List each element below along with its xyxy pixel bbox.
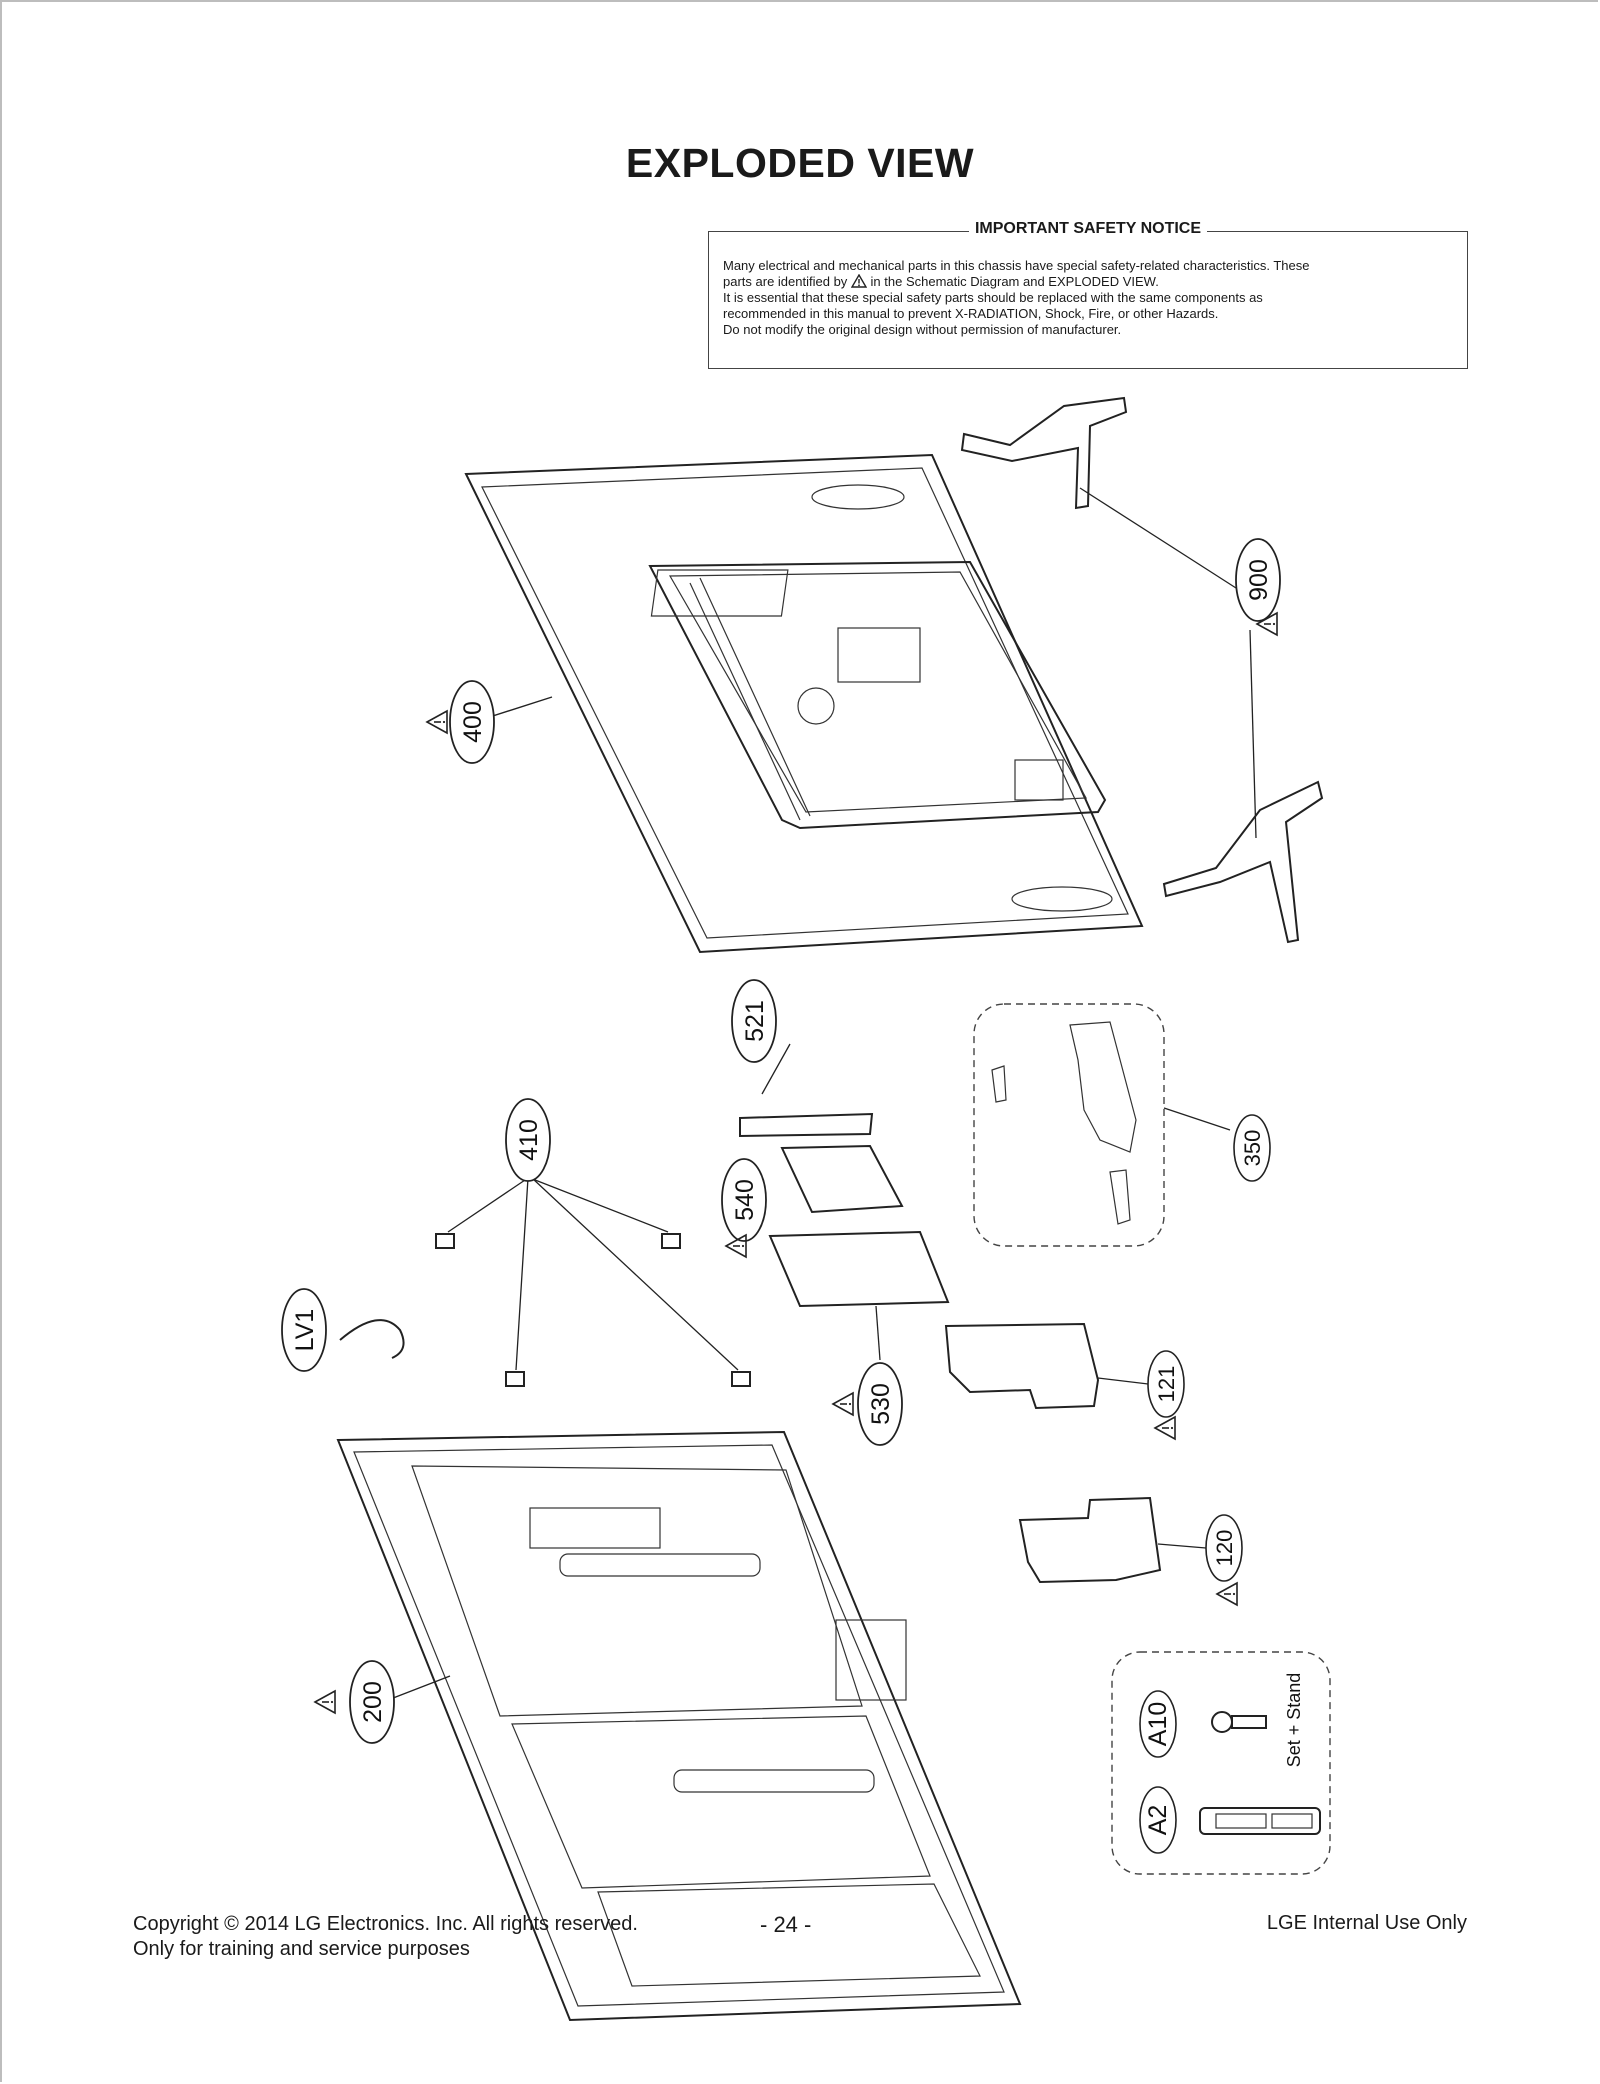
callout-410-label: 410 [515, 1119, 543, 1161]
speaker-part-121 [944, 1322, 1100, 1410]
page-title: EXPLODED VIEW [625, 140, 975, 186]
callout-121-label: 121 [1154, 1366, 1179, 1403]
copyright-notice: Copyright © 2014 LG Electronics. Inc. Al… [133, 1912, 638, 1962]
back-cover-part [464, 453, 1144, 954]
warning-triangle-icon [426, 710, 448, 734]
callout-a2-ellipse [1139, 1786, 1177, 1854]
callout-900-label: 900 [1245, 559, 1273, 601]
stand-part [960, 396, 1324, 944]
notice-line-4: recommended in this manual to prevent X-… [723, 306, 1219, 321]
cable-holder-part [1069, 1021, 1137, 1153]
bracket-parts-410 [435, 1233, 751, 1387]
notice-line-5: Do not modify the original design withou… [723, 322, 1122, 337]
callout-400-label: 400 [459, 701, 487, 743]
warning-triangle-icon [1216, 1582, 1238, 1606]
callout-a2-label: A2 [1144, 1805, 1172, 1836]
callout-200-ellipse [349, 1660, 395, 1744]
callout-a10-ellipse [1139, 1690, 1177, 1758]
callout-521-label: 521 [741, 1000, 769, 1042]
callout-521-ellipse [731, 979, 777, 1063]
callout-lv1-ellipse [281, 1288, 327, 1372]
training-purposes-line: Only for training and service purposes [133, 1938, 470, 1960]
callout-410-ellipse [505, 1098, 551, 1182]
callout-540-label: 540 [731, 1179, 759, 1221]
safety-notice-heading: IMPORTANT SAFETY NOTICE [968, 220, 1208, 237]
callout-530-ellipse [857, 1362, 903, 1446]
callout-400-ellipse [449, 680, 495, 764]
display-panel-part [336, 1430, 1022, 2022]
warning-triangle-icon [314, 1690, 336, 1714]
internal-use-note: LGE Internal Use Only [1266, 1912, 1467, 1934]
bracket-part-521 [739, 1112, 874, 1138]
power-board-part-530 [768, 1230, 950, 1308]
set-stand-label: Set + Stand [1284, 1673, 1304, 1768]
screw-part-a10 [1211, 1711, 1267, 1733]
group-350-box [973, 1003, 1165, 1247]
notice-line-1: Many electrical and mechanical parts in … [723, 258, 1310, 273]
clip-part [1109, 1169, 1131, 1225]
copyright-line: Copyright © 2014 LG Electronics. Inc. Al… [133, 1913, 638, 1935]
callout-a10-label: A10 [1144, 1702, 1172, 1746]
remote-control-part-a2 [1199, 1807, 1321, 1835]
callout-120-ellipse [1205, 1514, 1243, 1582]
warning-triangle-icon [832, 1392, 854, 1416]
accessories-box [1111, 1651, 1331, 1875]
callout-350-label: 350 [1240, 1130, 1265, 1167]
callout-200-label: 200 [359, 1681, 387, 1723]
callout-lv1-label: LV1 [291, 1309, 319, 1352]
notice-line-3: It is essential that these special safet… [723, 290, 1263, 305]
callout-350-ellipse [1233, 1114, 1271, 1182]
callout-900-ellipse [1235, 538, 1281, 622]
callout-120-label: 120 [1212, 1530, 1237, 1567]
lvds-cable-part [339, 1319, 405, 1359]
warning-triangle-icon [1154, 1416, 1176, 1440]
safety-notice-text: Many electrical and mechanical parts in … [723, 258, 1453, 338]
clip-part [991, 1065, 1007, 1103]
notice-line-2: parts are identified by in the Schematic… [723, 274, 1159, 289]
callout-540-ellipse [721, 1158, 767, 1242]
callout-121-ellipse [1147, 1350, 1185, 1418]
safety-notice-box: IMPORTANT SAFETY NOTICE Many electrical … [708, 220, 1468, 369]
speaker-part-120 [1018, 1496, 1162, 1584]
warning-triangle-icon [850, 274, 867, 288]
main-board-part-540 [780, 1144, 904, 1214]
page-number: - 24 - [760, 1912, 812, 1937]
callout-530-label: 530 [867, 1383, 895, 1425]
